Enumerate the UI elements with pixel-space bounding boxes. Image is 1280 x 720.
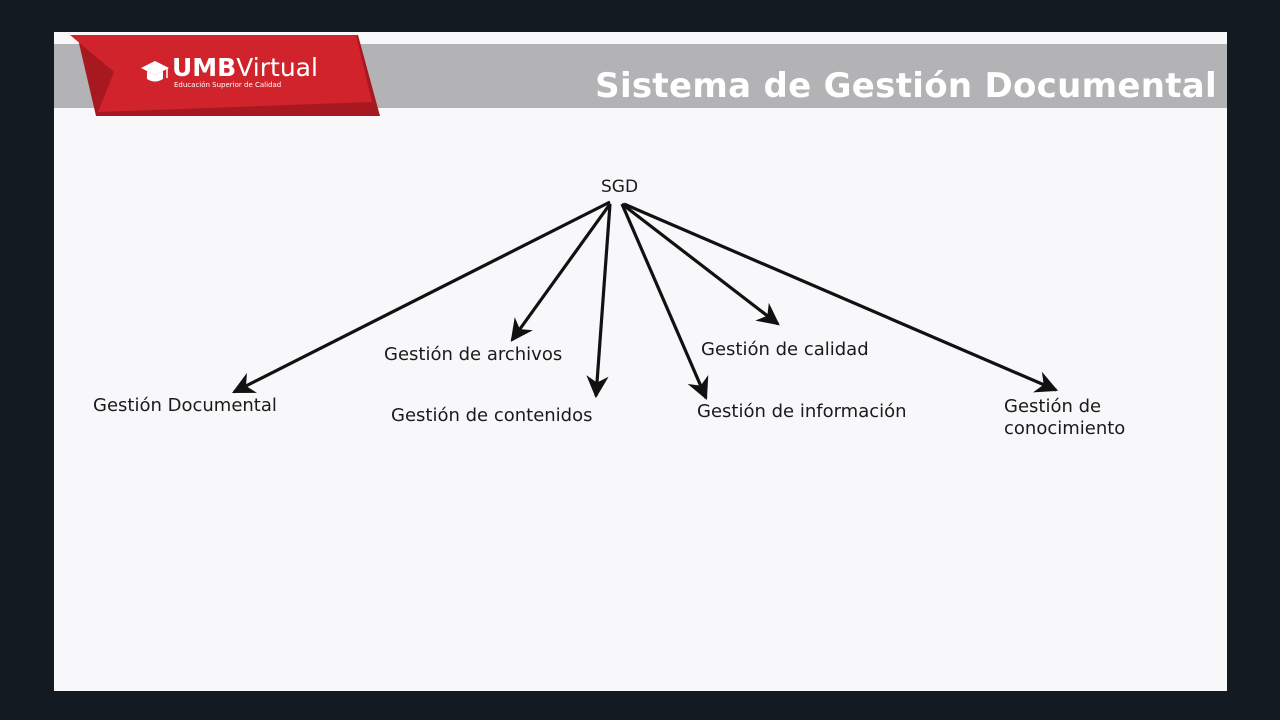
node-gestion-de-contenidos: Gestión de contenidos <box>391 405 593 426</box>
root-node-label: SGD <box>601 177 639 197</box>
arrow-to-gestion-de-contenidos <box>586 203 612 399</box>
graduation-cap-icon <box>141 61 169 82</box>
logo-brand-light: Virtual <box>236 53 318 82</box>
logo-brand: UMBVirtual <box>172 54 318 82</box>
node-gestion-de-conocimiento: Gestión de conocimiento <box>1004 396 1125 440</box>
arrow-to-gestion-de-archivos <box>510 203 612 342</box>
slide-title: Sistema de Gestión Documental <box>595 66 1217 106</box>
node-gestion-de-conocimiento-line2: conocimiento <box>1004 418 1126 439</box>
logo-brand-bold: UMB <box>172 53 237 82</box>
logo-tagline: Educación Superior de Calidad <box>174 81 282 89</box>
logo-ribbon <box>70 35 380 116</box>
node-gestion-de-archivos: Gestión de archivos <box>384 344 563 365</box>
node-gestion-documental: Gestión Documental <box>93 395 277 416</box>
node-gestion-de-informacion: Gestión de información <box>697 401 907 422</box>
arrow-to-gestion-documental <box>232 200 611 394</box>
sgd-diagram <box>232 200 1059 401</box>
arrow-to-gestion-de-conocimiento <box>623 202 1059 393</box>
arrow-to-gestion-de-calidad <box>621 202 780 326</box>
node-gestion-de-calidad: Gestión de calidad <box>701 339 869 360</box>
arrow-to-gestion-de-informacion <box>620 203 709 401</box>
node-gestion-de-conocimiento-line1: Gestión de <box>1004 396 1102 417</box>
ribbon-front <box>70 35 372 112</box>
slide: Sistema de Gestión Documental UMBVirtual… <box>54 32 1227 691</box>
